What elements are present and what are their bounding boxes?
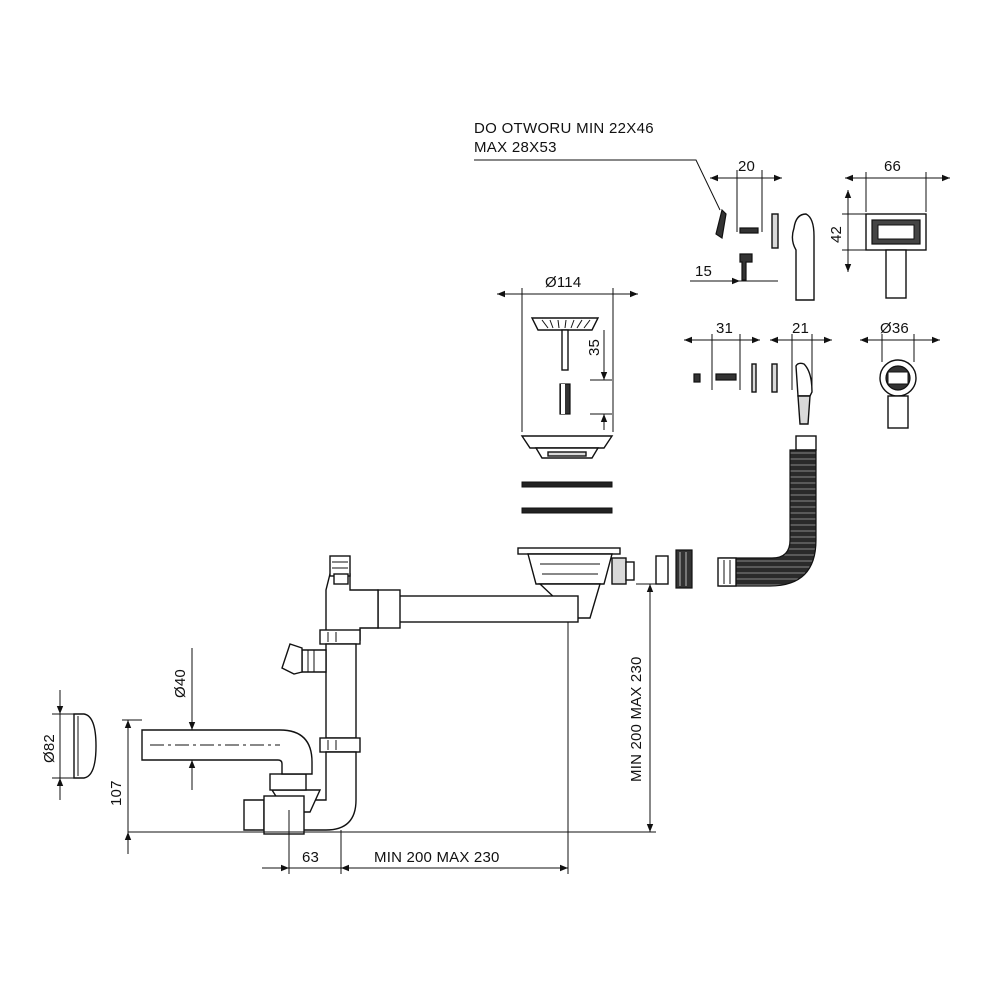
rosette-body	[73, 713, 97, 779]
dim-label-15: 15	[695, 263, 712, 280]
dim-label-114: Ø114	[545, 274, 581, 291]
basket-strainer: Ø114 35	[497, 274, 638, 514]
overflow-washer-1	[751, 363, 757, 393]
dim-label-21: 21	[792, 320, 809, 337]
drain-body	[377, 547, 635, 629]
dim-107: 107	[108, 719, 142, 854]
overflow-screw-b	[715, 373, 737, 381]
strainer-gasket-2	[521, 507, 613, 514]
overflow-neck-b	[797, 395, 811, 425]
dim-label-20: 20	[738, 158, 755, 175]
overflow-hose	[717, 435, 817, 587]
dim-label-40: Ø40	[172, 669, 189, 698]
hose-end-connector	[717, 557, 737, 587]
trap-outlet-body	[263, 795, 305, 835]
trap-nut-upper	[319, 629, 361, 645]
dim-label-107: 107	[108, 780, 125, 806]
dim-label-horizontal-range: MIN 200 MAX 230	[374, 849, 500, 866]
strainer-gasket-1	[521, 481, 613, 488]
hose-coupling	[655, 549, 693, 589]
rectangular-overflow-cover: 66 42	[828, 158, 950, 299]
waste-pipe: Ø40	[141, 648, 313, 790]
dim-label-31: 31	[716, 320, 733, 337]
drain-bowl	[527, 553, 613, 585]
cover-slot	[877, 224, 915, 240]
side-spigot	[281, 643, 327, 675]
dim-label-35: 35	[586, 339, 603, 356]
wall-rosette: Ø82	[41, 690, 97, 800]
overflow-nut-small	[693, 373, 701, 383]
t-junction	[325, 573, 379, 641]
overflow-washer-2	[771, 363, 778, 393]
drain-flange	[517, 547, 621, 555]
trap-outlet-cap	[243, 799, 265, 831]
trap-nut-funnel	[269, 773, 307, 791]
dim-label-63: 63	[302, 849, 319, 866]
top-spigot	[329, 555, 351, 577]
overflow-gasket	[771, 213, 779, 249]
coupling-washer	[655, 555, 669, 585]
vertical-trap	[243, 555, 379, 835]
strainer-ribs	[541, 319, 591, 329]
hole-note: DO OTWORU MIN 22X46 MAX 28X53	[474, 120, 721, 211]
round-cover-stem	[887, 395, 909, 429]
hose-top-connector	[795, 435, 817, 451]
dim-label-82: Ø82	[41, 734, 58, 763]
overflow-bolt	[739, 253, 753, 281]
dim-label-42: 42	[828, 226, 845, 243]
round-overflow-cover: Ø36	[860, 320, 940, 429]
note-leader	[474, 159, 721, 211]
overflow-body	[791, 213, 815, 301]
note-line-1: DO OTWORU MIN 22X46	[474, 120, 654, 137]
cover-stem	[885, 249, 907, 299]
dim-label-66: 66	[884, 158, 901, 175]
overflow-head-b	[795, 362, 813, 397]
overflow-flange	[715, 208, 727, 240]
horizontal-arm	[397, 595, 579, 623]
drain-overflow-port	[611, 557, 627, 585]
overflow-assembly-top: 20 15	[690, 158, 815, 301]
strainer-stem	[561, 329, 569, 371]
arm-joint	[377, 589, 401, 629]
note-line-2: MAX 28X53	[474, 139, 557, 156]
trap-nut-lower	[319, 737, 361, 753]
dim-vertical-range: MIN 200 MAX 230	[628, 583, 660, 832]
overflow-screw	[739, 227, 759, 234]
coupling-nut	[675, 549, 693, 589]
trap-riser	[325, 643, 357, 739]
hose-corrugated	[719, 449, 817, 587]
strainer-flange	[520, 435, 614, 449]
dim-label-36: Ø36	[880, 320, 909, 337]
waste-pipe-body	[141, 729, 313, 775]
dim-horizontal: 63 MIN 200 MAX 230	[262, 622, 569, 874]
overflow-assembly-lower: 31 21	[684, 320, 832, 425]
dim-label-vertical-range: MIN 200 MAX 230	[628, 656, 645, 782]
